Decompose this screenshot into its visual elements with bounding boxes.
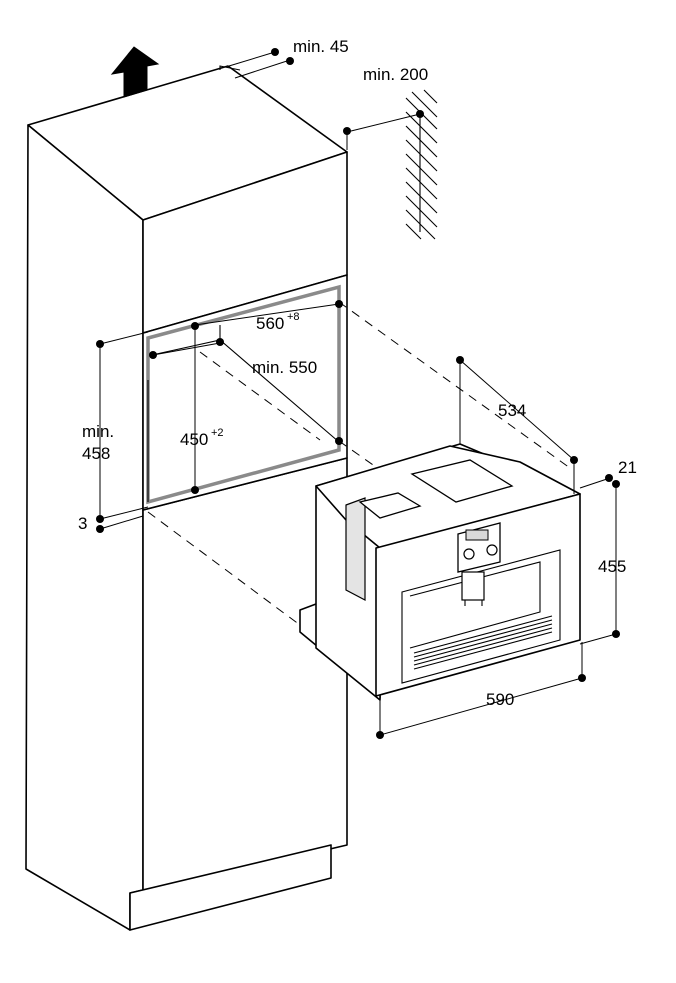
drip-tray-grid (413, 615, 553, 670)
right-control-knob (486, 544, 498, 556)
label-min-45: min. 45 (293, 37, 349, 56)
wall-clearance-dimension (343, 110, 424, 150)
dimension-labels: min. 45 min. 200 560 +8 min. 550 min. 45… (78, 37, 637, 709)
label-560: 560 (256, 314, 284, 333)
machine-side-panel (345, 497, 366, 601)
label-450: 450 (180, 430, 208, 449)
coffee-spout (461, 571, 485, 601)
label-min-458-line1: min. (82, 422, 114, 441)
front-inner-frame (401, 549, 561, 684)
tall-cabinet (25, 65, 348, 931)
machine-dimensions (376, 356, 620, 739)
label-450-tolerance: +2 (211, 427, 224, 439)
top-clearance-dimension (219, 48, 294, 79)
label-min-200: min. 200 (363, 65, 428, 84)
label-min-458-line2: 458 (82, 444, 110, 463)
coffee-machine (299, 443, 581, 701)
niche-dimensions (96, 300, 343, 533)
label-3: 3 (78, 514, 87, 533)
display-screen (465, 529, 489, 541)
up-arrow-icon (110, 46, 160, 98)
label-590: 590 (486, 690, 514, 709)
bean-container-lid (410, 459, 514, 503)
label-min-550: min. 550 (252, 358, 317, 377)
label-534: 534 (498, 401, 526, 420)
label-560-tolerance: +8 (287, 311, 300, 323)
label-21: 21 (618, 458, 637, 477)
water-tank-lid (358, 492, 422, 519)
label-455: 455 (598, 557, 626, 576)
cabinet-plinth (129, 844, 332, 931)
left-control-knob (463, 548, 475, 560)
